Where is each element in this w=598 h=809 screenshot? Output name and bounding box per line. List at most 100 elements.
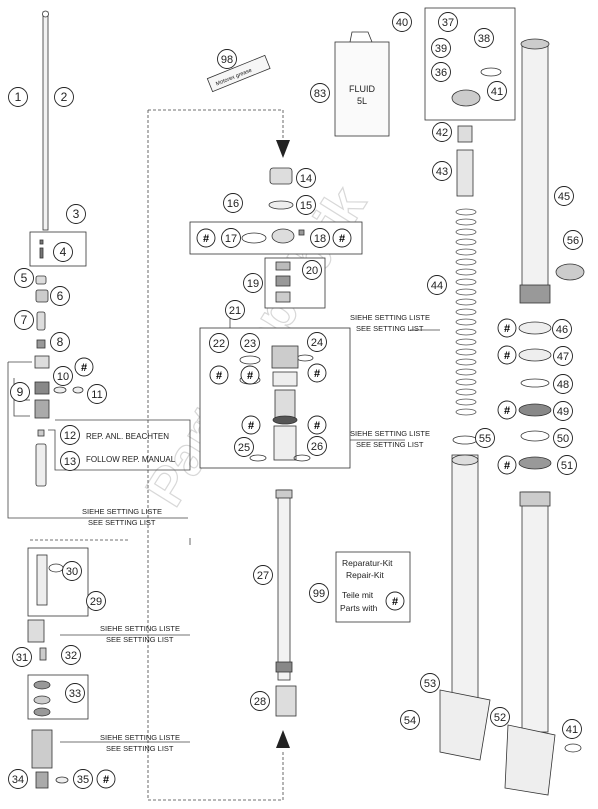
callout-circle [221, 228, 241, 248]
callout-number: 41 [566, 724, 578, 736]
hash-marker-symbol: # [248, 420, 254, 432]
callout-25: 25 [234, 437, 254, 457]
callout-32: 32 [61, 645, 81, 665]
callout-49: 49 [553, 401, 573, 421]
note-rep-anl-beachten: REP. ANL. BEACHTEN [86, 432, 169, 441]
callout-26: 26 [307, 436, 327, 456]
callout-circle [60, 451, 80, 471]
callout-9: 9 [10, 382, 30, 402]
callout-number: 6 [57, 289, 64, 303]
hash-marker-circle [497, 400, 517, 420]
callout-circle [14, 268, 34, 288]
hash-marker-circle [307, 363, 327, 383]
callout-circle [307, 436, 327, 456]
fluid-label: FLUID [349, 84, 376, 94]
callout-number: 39 [435, 43, 447, 55]
callout-number: 55 [479, 433, 491, 445]
callout-24: 24 [307, 332, 327, 352]
callout-circle [392, 12, 412, 32]
callout-circle [12, 647, 32, 667]
hash-marker-circle [241, 415, 261, 435]
callout-number: 2 [61, 90, 68, 104]
hash-marker: # [385, 591, 405, 611]
callout-circle [61, 645, 81, 665]
callout-circle [209, 333, 229, 353]
hash-marker: # [497, 400, 517, 420]
callout-45: 45 [554, 186, 574, 206]
callout-circle [250, 691, 270, 711]
callout-circle [54, 87, 74, 107]
note-siehe-setting-liste-4: SIEHE SETTING LISTE [350, 313, 430, 322]
callout-number: 15 [300, 200, 312, 212]
callout-21: 21 [225, 300, 245, 320]
callout-number: 8 [57, 335, 64, 349]
callout-48: 48 [553, 374, 573, 394]
callout-circle [487, 81, 507, 101]
callout-number: 33 [69, 688, 81, 700]
callout-number: 28 [254, 696, 266, 708]
callout-20: 20 [302, 260, 322, 280]
callout-circle [14, 310, 34, 330]
callout-circle [253, 565, 273, 585]
hash-marker: # [497, 455, 517, 475]
callout-22: 22 [209, 333, 229, 353]
callout-number: 56 [567, 235, 579, 247]
callout-circle [554, 186, 574, 206]
hash-marker: # [96, 769, 116, 789]
callout-number: 20 [306, 265, 318, 277]
callout-number: 43 [436, 166, 448, 178]
hash-marker-symbol: # [504, 460, 510, 472]
callout-circle [60, 425, 80, 445]
fluid-volume-label: 5L [357, 96, 367, 106]
callout-circle [432, 122, 452, 142]
callout-number: 53 [424, 678, 436, 690]
callout-number: 1 [15, 90, 22, 104]
left-column-parts [27, 10, 89, 789]
hash-marker-symbol: # [103, 774, 109, 786]
callout-1: 1 [8, 87, 28, 107]
repair-kit-line4: Parts with [340, 603, 378, 613]
hash-marker: # [307, 415, 327, 435]
callout-circle [87, 384, 107, 404]
callout-circle [65, 683, 85, 703]
callout-circle [240, 333, 260, 353]
callout-number: 51 [561, 460, 573, 472]
callout-number: 17 [225, 233, 237, 245]
callout-number: 46 [556, 324, 568, 336]
callout-30: 30 [62, 561, 82, 581]
note-see-setting-list-4: SEE SETTING LIST [356, 324, 424, 333]
hash-marker-circle [240, 365, 260, 385]
callout-27: 27 [253, 565, 273, 585]
callout-41: 41 [487, 81, 507, 101]
callout-circle [490, 707, 510, 727]
hash-marker-circle [385, 591, 405, 611]
repair-kit-line1: Reparatur-Kit [342, 558, 393, 568]
callout-2: 2 [54, 87, 74, 107]
callout-46: 46 [552, 319, 572, 339]
callout-circle [310, 228, 330, 248]
callout-3: 3 [66, 204, 86, 224]
callout-number: 99 [313, 588, 325, 600]
repair-kit-line2: Repair-Kit [346, 570, 384, 580]
callout-38: 38 [474, 28, 494, 48]
callout-42: 42 [432, 122, 452, 142]
hash-marker: # [497, 318, 517, 338]
callout-circle [310, 83, 330, 103]
hash-marker: # [307, 363, 327, 383]
callout-number: 52 [494, 712, 506, 724]
callout-circle [553, 428, 573, 448]
callout-4: 4 [53, 242, 73, 262]
callout-number: 22 [213, 338, 225, 350]
callout-circle [53, 242, 73, 262]
callout-34: 34 [8, 769, 28, 789]
callout-circle [438, 12, 458, 32]
callout-47: 47 [553, 346, 573, 366]
callout-19: 19 [243, 273, 263, 293]
callout-8: 8 [50, 332, 70, 352]
hash-marker-symbol: # [247, 370, 253, 382]
callout-11: 11 [87, 384, 107, 404]
callout-55: 55 [475, 428, 495, 448]
note-follow-rep-manual: FOLLOW REP. MANUAL [86, 455, 176, 464]
callout-number: 98 [221, 54, 233, 66]
